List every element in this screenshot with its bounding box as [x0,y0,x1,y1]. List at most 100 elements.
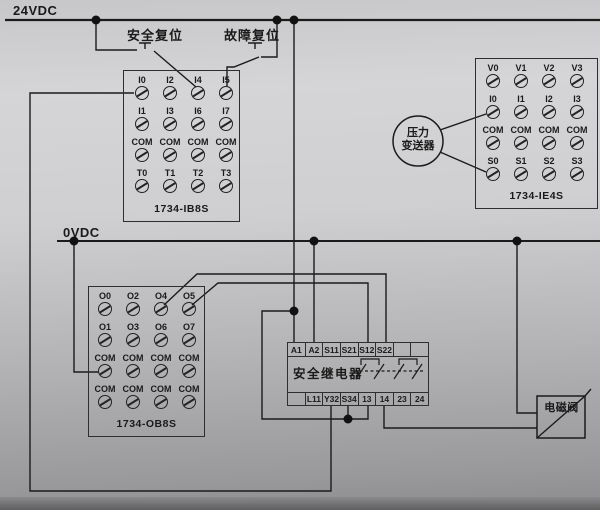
terminal: COM [184,137,212,168]
terminal: V1 [507,63,535,94]
terminal-screw-icon [570,74,584,88]
terminal: O0 [91,291,119,322]
ob8s-terminal-grid: O0 O2 O4 O5 O1 O3 O6 O7 COM COM COM COM … [89,287,204,415]
pushbutton-actuator-icon [139,42,151,49]
pressure-transmitter-circle [392,115,444,167]
terminal: O1 [91,322,119,353]
terminal: O4 [147,291,175,322]
terminal-screw-icon [486,74,500,88]
terminal: V0 [479,63,507,94]
relay-top-terminal-row: A1 A2 S11 S21 S12 S22 [288,343,428,357]
terminal: O3 [119,322,147,353]
relay-terminal: A1 [288,343,306,356]
terminal: COM [128,137,156,168]
wire-transmitter-to-I0 [439,113,487,131]
relay-terminal: S11 [324,343,341,356]
solenoid-valve-box [536,395,586,439]
terminal-screw-icon [182,333,196,347]
terminal: O2 [119,291,147,322]
terminal-screw-icon [486,167,500,181]
pressure-transmitter-line1: 压力 [407,127,429,139]
pressure-transmitter-line2: 变送器 [401,140,435,152]
relay-contact-icons [354,358,424,380]
terminal: COM [535,125,563,156]
terminal: COM [563,125,591,156]
terminal: I5 [212,75,240,106]
module-name-ob8s: 1734-OB8S [116,418,177,430]
terminal: COM [91,384,119,415]
terminal: T2 [184,168,212,199]
terminal: COM [156,137,184,168]
terminal: I2 [156,75,184,106]
terminal: I0 [479,94,507,125]
terminal-screw-icon [126,333,140,347]
terminal-screw-icon [486,136,500,150]
wire-safety-reset-to-I4 [153,50,197,88]
terminal-screw-icon [182,302,196,316]
wire-0vdc-to-valve [516,241,537,414]
terminal: O7 [175,322,203,353]
contact-bracket-icon [360,358,380,365]
terminal-screw-icon [191,117,205,131]
terminal: I3 [156,106,184,137]
terminal-screw-icon [542,136,556,150]
junction-dots [69,15,522,424]
safety-relay: A1 A2 S11 S21 S12 S22 安全继电器 L11 Y32 S34 … [287,342,429,406]
module-1734-ib8s: I0 I2 I4 I5 I1 I3 I6 I7 COM COM COM COM … [123,70,240,222]
terminal-screw-icon [154,302,168,316]
terminal: S2 [535,156,563,187]
terminal-screw-icon [486,105,500,119]
terminal-screw-icon [154,364,168,378]
terminal: I1 [128,106,156,137]
terminal-screw-icon [154,395,168,409]
terminal: COM [507,125,535,156]
pushbutton-actuator-icon [248,42,262,49]
terminal: S1 [507,156,535,187]
rail-label-24vdc: 24VDC [13,3,58,18]
relay-terminal: S21 [341,343,359,356]
terminal-screw-icon [135,117,149,131]
ie4s-terminal-grid: V0 V1 V2 V3 I0 I1 I2 I3 COM COM COM COM … [476,59,597,187]
terminal-screw-icon [182,395,196,409]
terminal-screw-icon [191,148,205,162]
terminal: I4 [184,75,212,106]
relay-terminal: S34 [341,393,359,405]
wire-fault-reset-feed [261,20,278,58]
module-name-ib8s: 1734-IB8S [154,203,209,215]
terminal-screw-icon [163,86,177,100]
fault-reset-label: 故障复位 [224,28,281,43]
terminal-screw-icon [135,86,149,100]
contact-bracket-icon [398,358,418,365]
safety-relay-label: 安全继电器 [293,367,364,381]
terminal: COM [175,353,203,384]
terminal-screw-icon [542,74,556,88]
terminal: V3 [563,63,591,94]
wire-fault-reset-to-I5 [226,56,260,87]
terminal: I0 [128,75,156,106]
terminal-screw-icon [570,105,584,119]
terminal-screw-icon [98,302,112,316]
terminal-screw-icon [98,395,112,409]
terminal-screw-icon [163,117,177,131]
terminal: COM [212,137,240,168]
terminal-screw-icon [163,179,177,193]
terminal: I3 [563,94,591,125]
terminal-screw-icon [135,148,149,162]
terminal: T3 [212,168,240,199]
terminal-screw-icon [514,167,528,181]
terminal-screw-icon [126,364,140,378]
relay-terminal: 14 [376,393,394,405]
terminal-screw-icon [514,136,528,150]
wire-safety-reset-feed [95,20,137,51]
terminal-screw-icon [514,105,528,119]
terminal-screw-icon [98,333,112,347]
terminal: I6 [184,106,212,137]
relay-terminal: S12 [359,343,377,356]
terminal-screw-icon [570,136,584,150]
terminal: T1 [156,168,184,199]
module-1734-ob8s: O0 O2 O4 O5 O1 O3 O6 O7 COM COM COM COM … [88,286,205,437]
terminal-screw-icon [163,148,177,162]
wire-transmitter-to-S0 [439,151,487,173]
relay-bottom-terminal-row: L11 Y32 S34 13 14 23 24 [288,392,428,405]
terminal: COM [147,384,175,415]
